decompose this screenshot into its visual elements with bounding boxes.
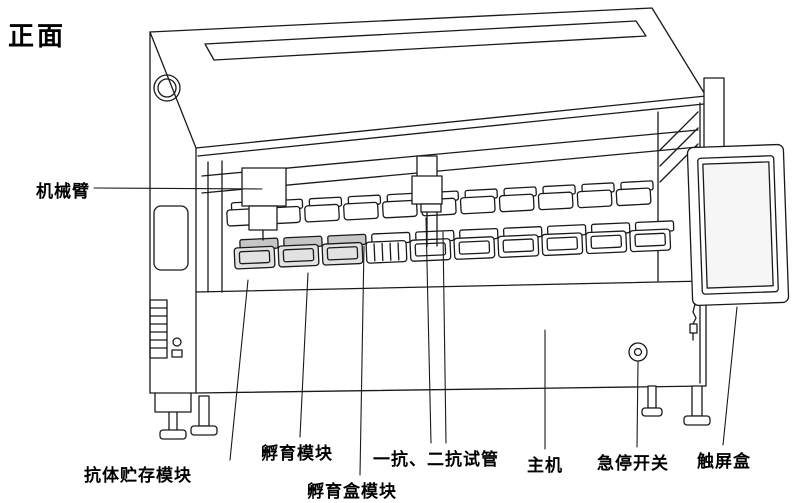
label-main-unit: 主机 <box>527 456 563 475</box>
left-tower <box>149 31 197 440</box>
leader-robot-arm <box>93 187 263 190</box>
leader-emergency-stop <box>636 361 639 448</box>
robot-arm-head <box>241 167 287 241</box>
emergency-stop-button <box>628 342 648 362</box>
label-robot-arm: 机械臂 <box>36 182 90 201</box>
leveling-feet <box>190 385 711 436</box>
antibody-storage-trays <box>233 233 367 270</box>
leader-incubation-box <box>359 245 365 476</box>
leader-tube-1 <box>425 217 432 444</box>
cable <box>692 303 697 325</box>
label-antibody-tubes: 一抗、二抗试管 <box>373 450 499 469</box>
tray-row-lower <box>233 220 675 270</box>
view-title: 正面 <box>8 21 67 51</box>
leader-lines <box>93 187 738 476</box>
incubation-box-tray <box>365 231 411 264</box>
label-touch-screen-box: 触屏盒 <box>697 452 751 471</box>
leader-touch-screen <box>722 306 738 446</box>
leader-incubation-module <box>299 272 309 438</box>
label-incubation-module: 孵育模块 <box>261 444 333 463</box>
label-incubation-box-module: 孵育盒模块 <box>307 482 397 501</box>
label-emergency-stop-switch: 急停开关 <box>597 454 669 473</box>
leader-tube-2 <box>442 231 447 444</box>
hood <box>149 7 707 157</box>
pipette-arm-assembly <box>411 155 443 247</box>
leader-antibody-storage <box>229 279 249 461</box>
label-antibody-storage-module: 抗体贮存模块 <box>84 466 192 485</box>
touch-screen-panel <box>686 77 790 341</box>
